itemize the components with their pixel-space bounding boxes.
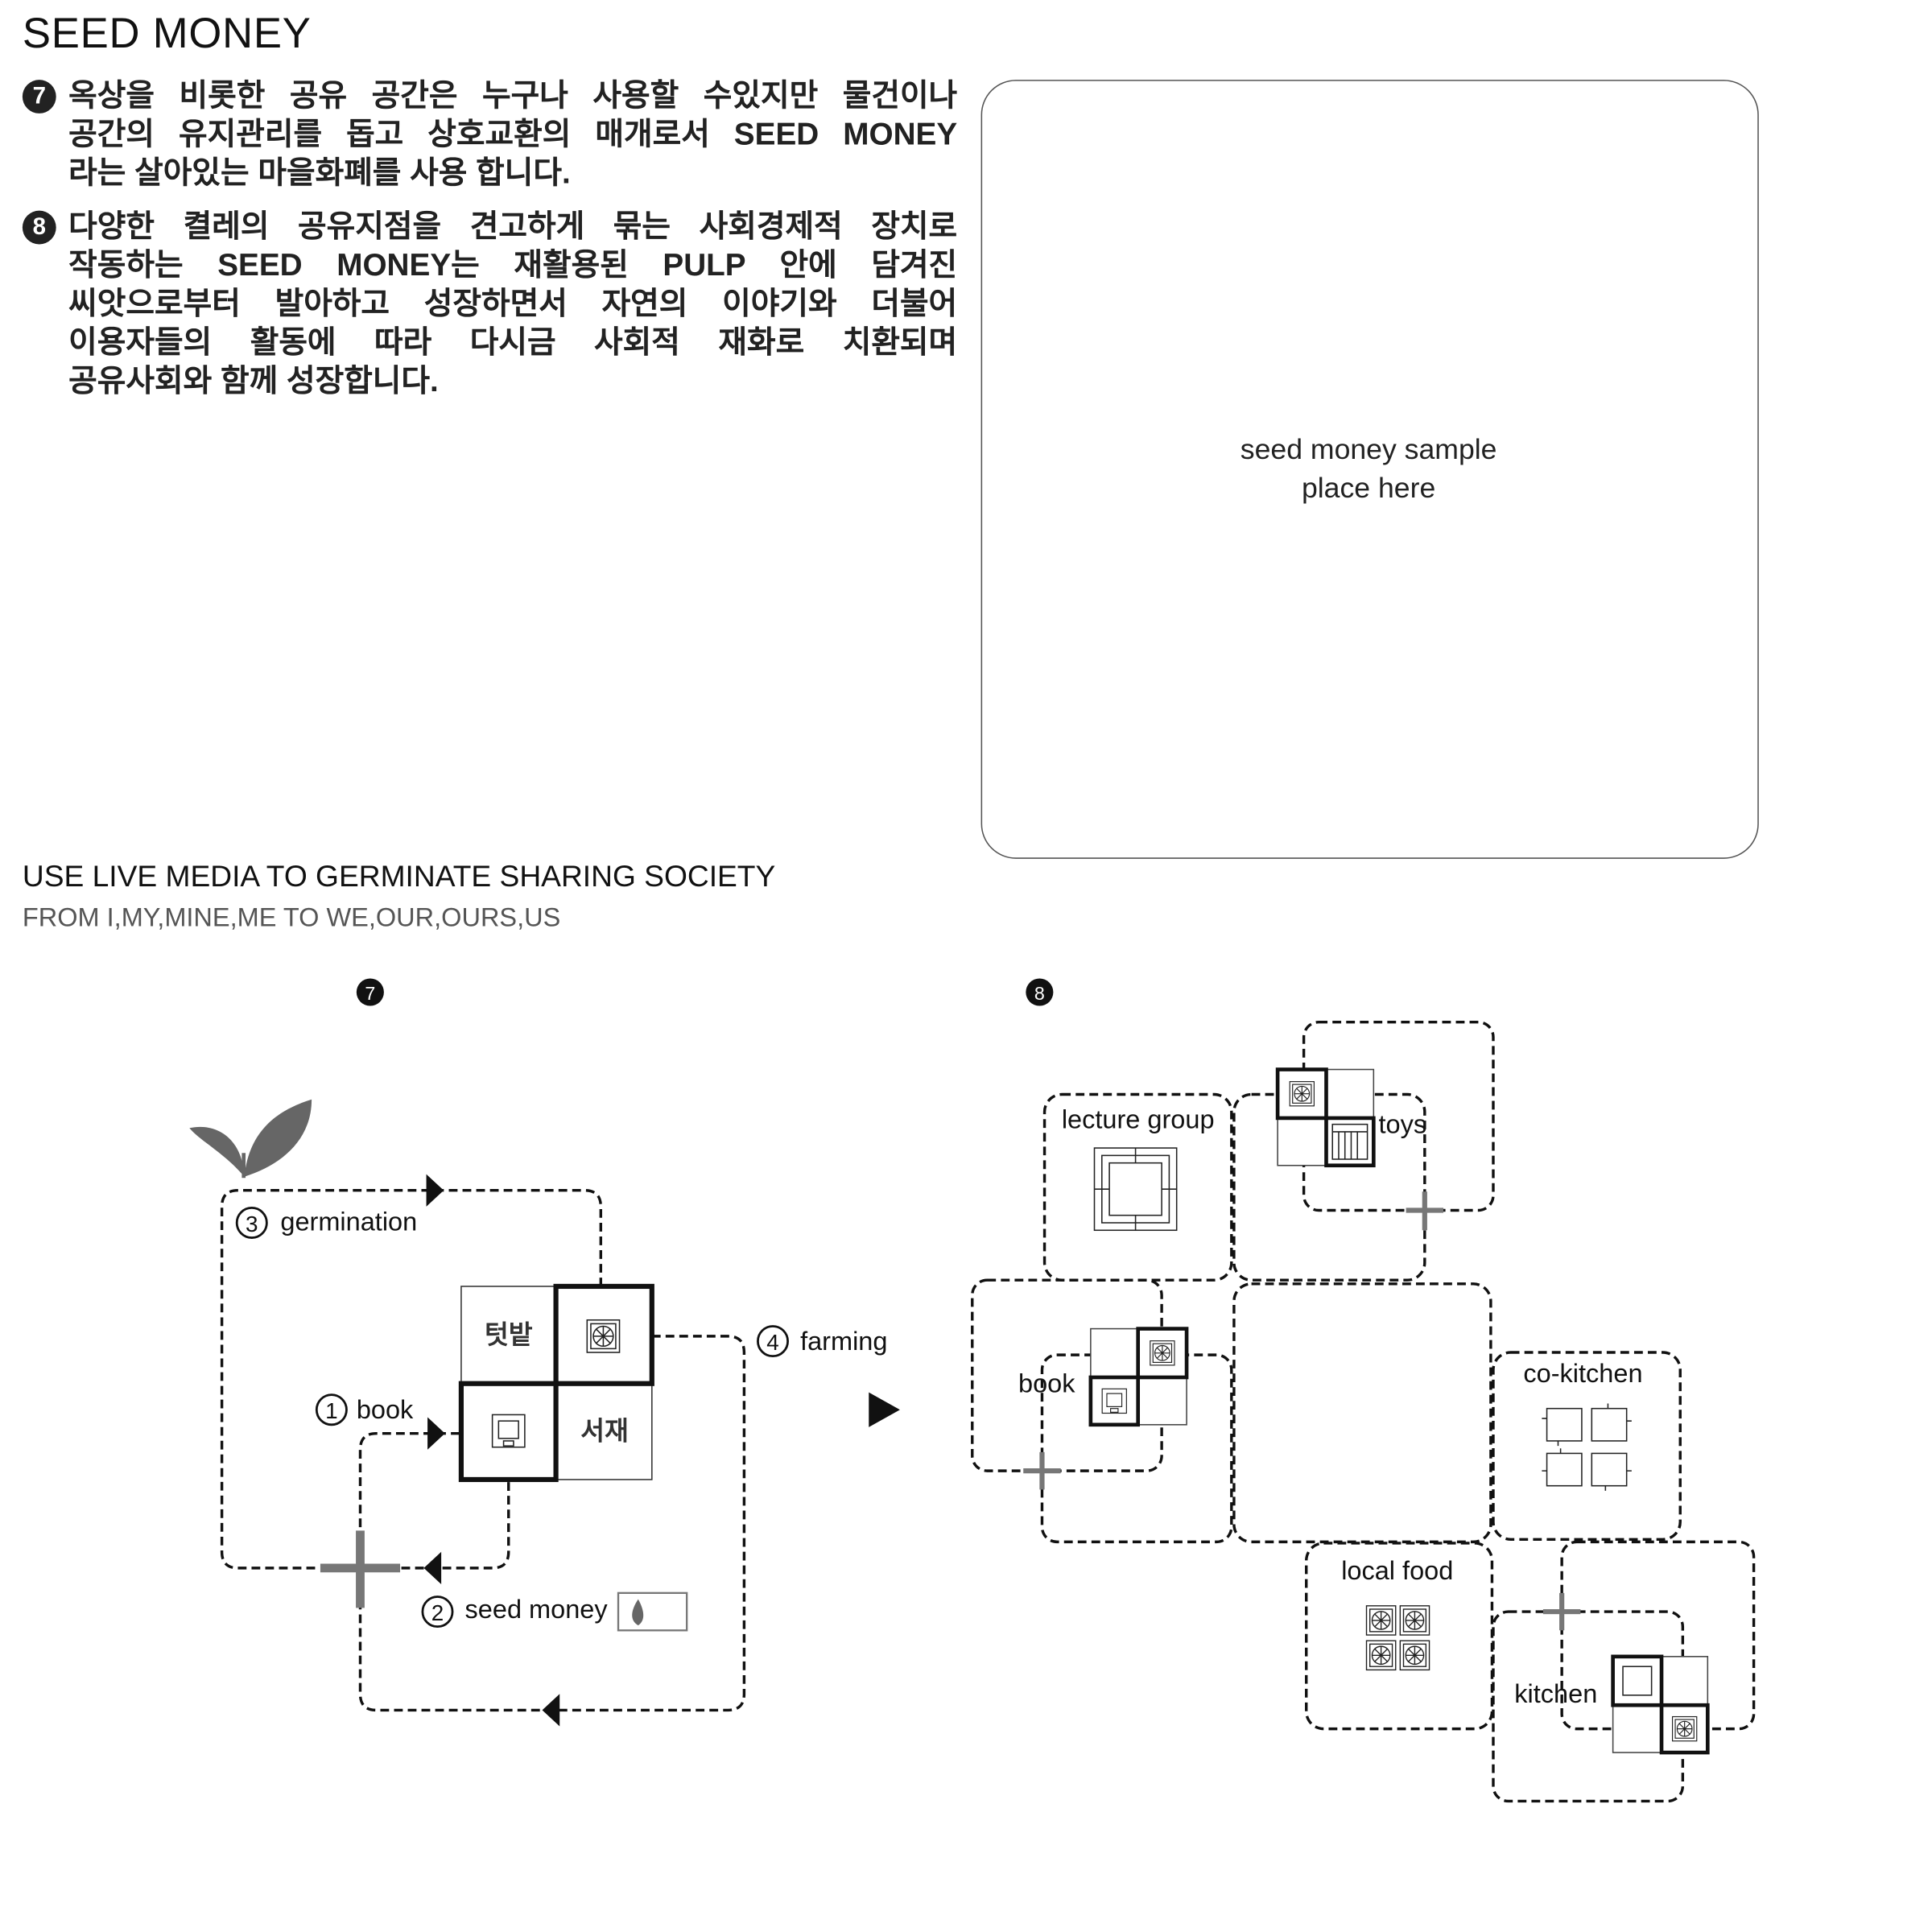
step-4: 4 farming (757, 1325, 887, 1358)
next-arrow-icon (869, 1392, 900, 1427)
paragraph-7: 7 옥상을 비롯한 공유 공간은 누구나 사용할 수있지만 물건이나 공간의 유… (22, 77, 958, 193)
left-diagram: 7 텃밭 서재 3 germinatio (189, 978, 900, 1727)
cell-study (555, 1382, 653, 1480)
paragraph-line: 다양한 켤레의 공유지점을 견고하게 묶는 사회경제적 장치로 (68, 209, 958, 245)
paragraph-line: 공유사회와 함께 성장합니다. (68, 364, 439, 399)
label-co-kitchen: co-kitchen (1523, 1359, 1642, 1388)
label-kitchen: kitchen (1514, 1679, 1597, 1708)
arrow-right-icon (427, 1417, 445, 1450)
number-badge: 7 (22, 80, 56, 114)
step-number: 2 (431, 1600, 444, 1625)
kitchen-tree-cell (1659, 1703, 1710, 1755)
paragraph-line: 씨앗으로부터 발아하고 성장하면서 자연의 이야기와 더불어 (68, 287, 958, 322)
paragraph-line: 이용자들의 활동에 따라 다시금 사회적 재화로 치환되며 (68, 325, 958, 361)
kitchen-unit-cell (1611, 1654, 1664, 1707)
marker-8-label: 8 (1034, 983, 1045, 1004)
step-label: germination (280, 1207, 417, 1236)
cell-bookshelf (458, 1381, 559, 1483)
marker-7 (356, 978, 384, 1006)
step-1: 1 book (315, 1393, 414, 1426)
marker-8 (1026, 978, 1054, 1006)
label-lecture-group: lecture group (1062, 1104, 1215, 1133)
toy-shelf-icon (1331, 1123, 1368, 1160)
step-label: seed money (465, 1595, 609, 1624)
right-diagram: 8 (971, 978, 1756, 1803)
plus-icon (1542, 1592, 1581, 1631)
zone-book-lower (1040, 1353, 1233, 1544)
germination-path (220, 1189, 603, 1570)
book-shelf-cell (1088, 1375, 1141, 1427)
zone-local-food (1305, 1542, 1494, 1731)
step-label: farming (800, 1327, 887, 1356)
zone-toys-upper (1302, 1020, 1495, 1212)
marker-7-label: 7 (365, 983, 375, 1004)
local-food-planters-icon (1365, 1605, 1430, 1671)
placeholder-line-2: place here (1301, 471, 1436, 504)
paragraph-line: 작동하는 SEED MONEY는 재활용된 PULP 안에 담겨진 (68, 248, 958, 283)
zone-center (1232, 1282, 1492, 1544)
step-3: 3 germination (235, 1207, 417, 1239)
label-book: book (1018, 1369, 1075, 1398)
plus-icon (1406, 1191, 1444, 1231)
arrow-left-icon (423, 1551, 442, 1585)
number-badge: 8 (22, 210, 56, 245)
headline: USE LIVE MEDIA TO GERMINATE SHARING SOCI… (22, 860, 776, 894)
step-number: 4 (766, 1330, 778, 1355)
arrow-left-icon (542, 1694, 560, 1727)
step-number: 1 (325, 1398, 338, 1423)
study-label: 서재 (580, 1415, 629, 1446)
step-2: 2 seed money (421, 1591, 688, 1632)
toys-shelf-cell (1324, 1116, 1376, 1168)
paragraph-line: 옥상을 비롯한 공유 공간은 누구나 사용할 수있지만 물건이나 (68, 78, 958, 114)
kitchen-units-icon (1542, 1403, 1632, 1491)
lecture-table-icon (1093, 1147, 1178, 1232)
plus-icon (1023, 1451, 1061, 1490)
label-toys: toys (1379, 1109, 1427, 1138)
sample-placeholder-box (980, 80, 1759, 859)
placeholder-text: seed money sample place here (981, 430, 1757, 507)
seed-money-card (617, 1591, 688, 1632)
paragraph-line: 라는 살아있는 마을화폐를 사용 합니다. (68, 155, 571, 191)
label-local-food: local food (1341, 1556, 1453, 1585)
step-label: book (357, 1395, 414, 1424)
zone-co-kitchen (1492, 1351, 1682, 1541)
kitchen-unit-icon (1622, 1666, 1653, 1696)
plus-icon (320, 1530, 401, 1608)
subheadline: FROM I,MY,MINE,ME TO WE,OUR,OURS,US (22, 903, 561, 933)
garden-label: 텃밭 (485, 1319, 533, 1350)
cell-garden (460, 1286, 557, 1385)
seed-drop-icon (632, 1599, 644, 1626)
page-title: SEED MONEY (22, 10, 312, 58)
paragraph-line: 공간의 유지관리를 돕고 상호교환의 매개로서 SEED MONEY (68, 117, 958, 152)
placeholder-line-1: seed money sample (1240, 432, 1497, 465)
step-number: 3 (246, 1212, 258, 1236)
paragraph-8: 8 다양한 켤레의 공유지점을 견고하게 묶는 사회경제적 장치로 작동하는 S… (22, 208, 958, 402)
arrow-right-icon (426, 1174, 444, 1207)
leaf-icon (189, 1099, 312, 1179)
zone-toys-lower (1232, 1092, 1426, 1282)
